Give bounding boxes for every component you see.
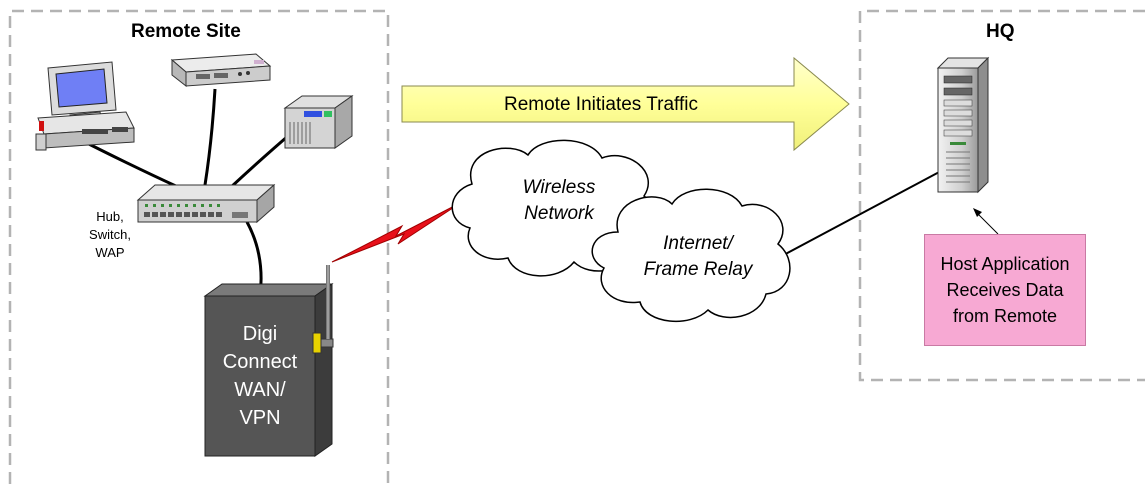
wireless-link-lightning: [331, 201, 463, 263]
hq-zone: [858, 9, 1145, 382]
digi-device-line: Connect: [222, 351, 298, 373]
hub-label: Hub, Switch, WAP: [82, 208, 138, 262]
traffic-arrow-label: Remote Initiates Traffic: [504, 94, 698, 115]
hub-label-line: Switch,: [89, 227, 131, 242]
hub-label-line: WAP: [95, 245, 125, 260]
hub-label-line: Hub,: [96, 209, 124, 224]
host-label-line: Host Application: [940, 254, 1070, 274]
host-label-line: Receives Data: [946, 280, 1064, 300]
wireless-cloud-line: Network: [524, 203, 594, 224]
hq-link-line: [777, 161, 959, 259]
router-antenna-icon: [203, 265, 334, 457]
wireless-cloud-line: Wireless: [522, 177, 596, 198]
server-icon: [283, 95, 354, 149]
internet-cloud-label: Internet/ Frame Relay: [618, 231, 778, 283]
digi-device-line: WAN/: [234, 379, 286, 401]
desktop-computer-icon: [35, 61, 135, 151]
host-application-box: Host Application Receives Data from Remo…: [924, 234, 1086, 346]
internet-cloud: [591, 188, 791, 323]
internet-cloud-line: Frame Relay: [643, 259, 753, 280]
host-application-label: Host Application Receives Data from Remo…: [940, 251, 1069, 329]
digi-device-label: Digi Connect WAN/ VPN: [205, 320, 315, 432]
host-label-line: from Remote: [952, 306, 1057, 326]
hub-switch-icon: [136, 183, 276, 224]
digi-device-line: Digi: [242, 323, 278, 345]
remote-site-zone: [8, 9, 390, 484]
modem-icon: [170, 53, 272, 88]
digi-device-line: VPN: [239, 407, 281, 429]
host-pointer-arrow: [973, 208, 999, 235]
wireless-cloud-label: Wireless Network: [494, 175, 624, 227]
internet-cloud-line: Internet/: [663, 233, 733, 254]
tower-server-icon: [936, 56, 990, 194]
traffic-arrow: [401, 56, 850, 152]
hq-title: HQ: [986, 21, 1015, 42]
remote-site-title: Remote Site: [131, 21, 241, 42]
